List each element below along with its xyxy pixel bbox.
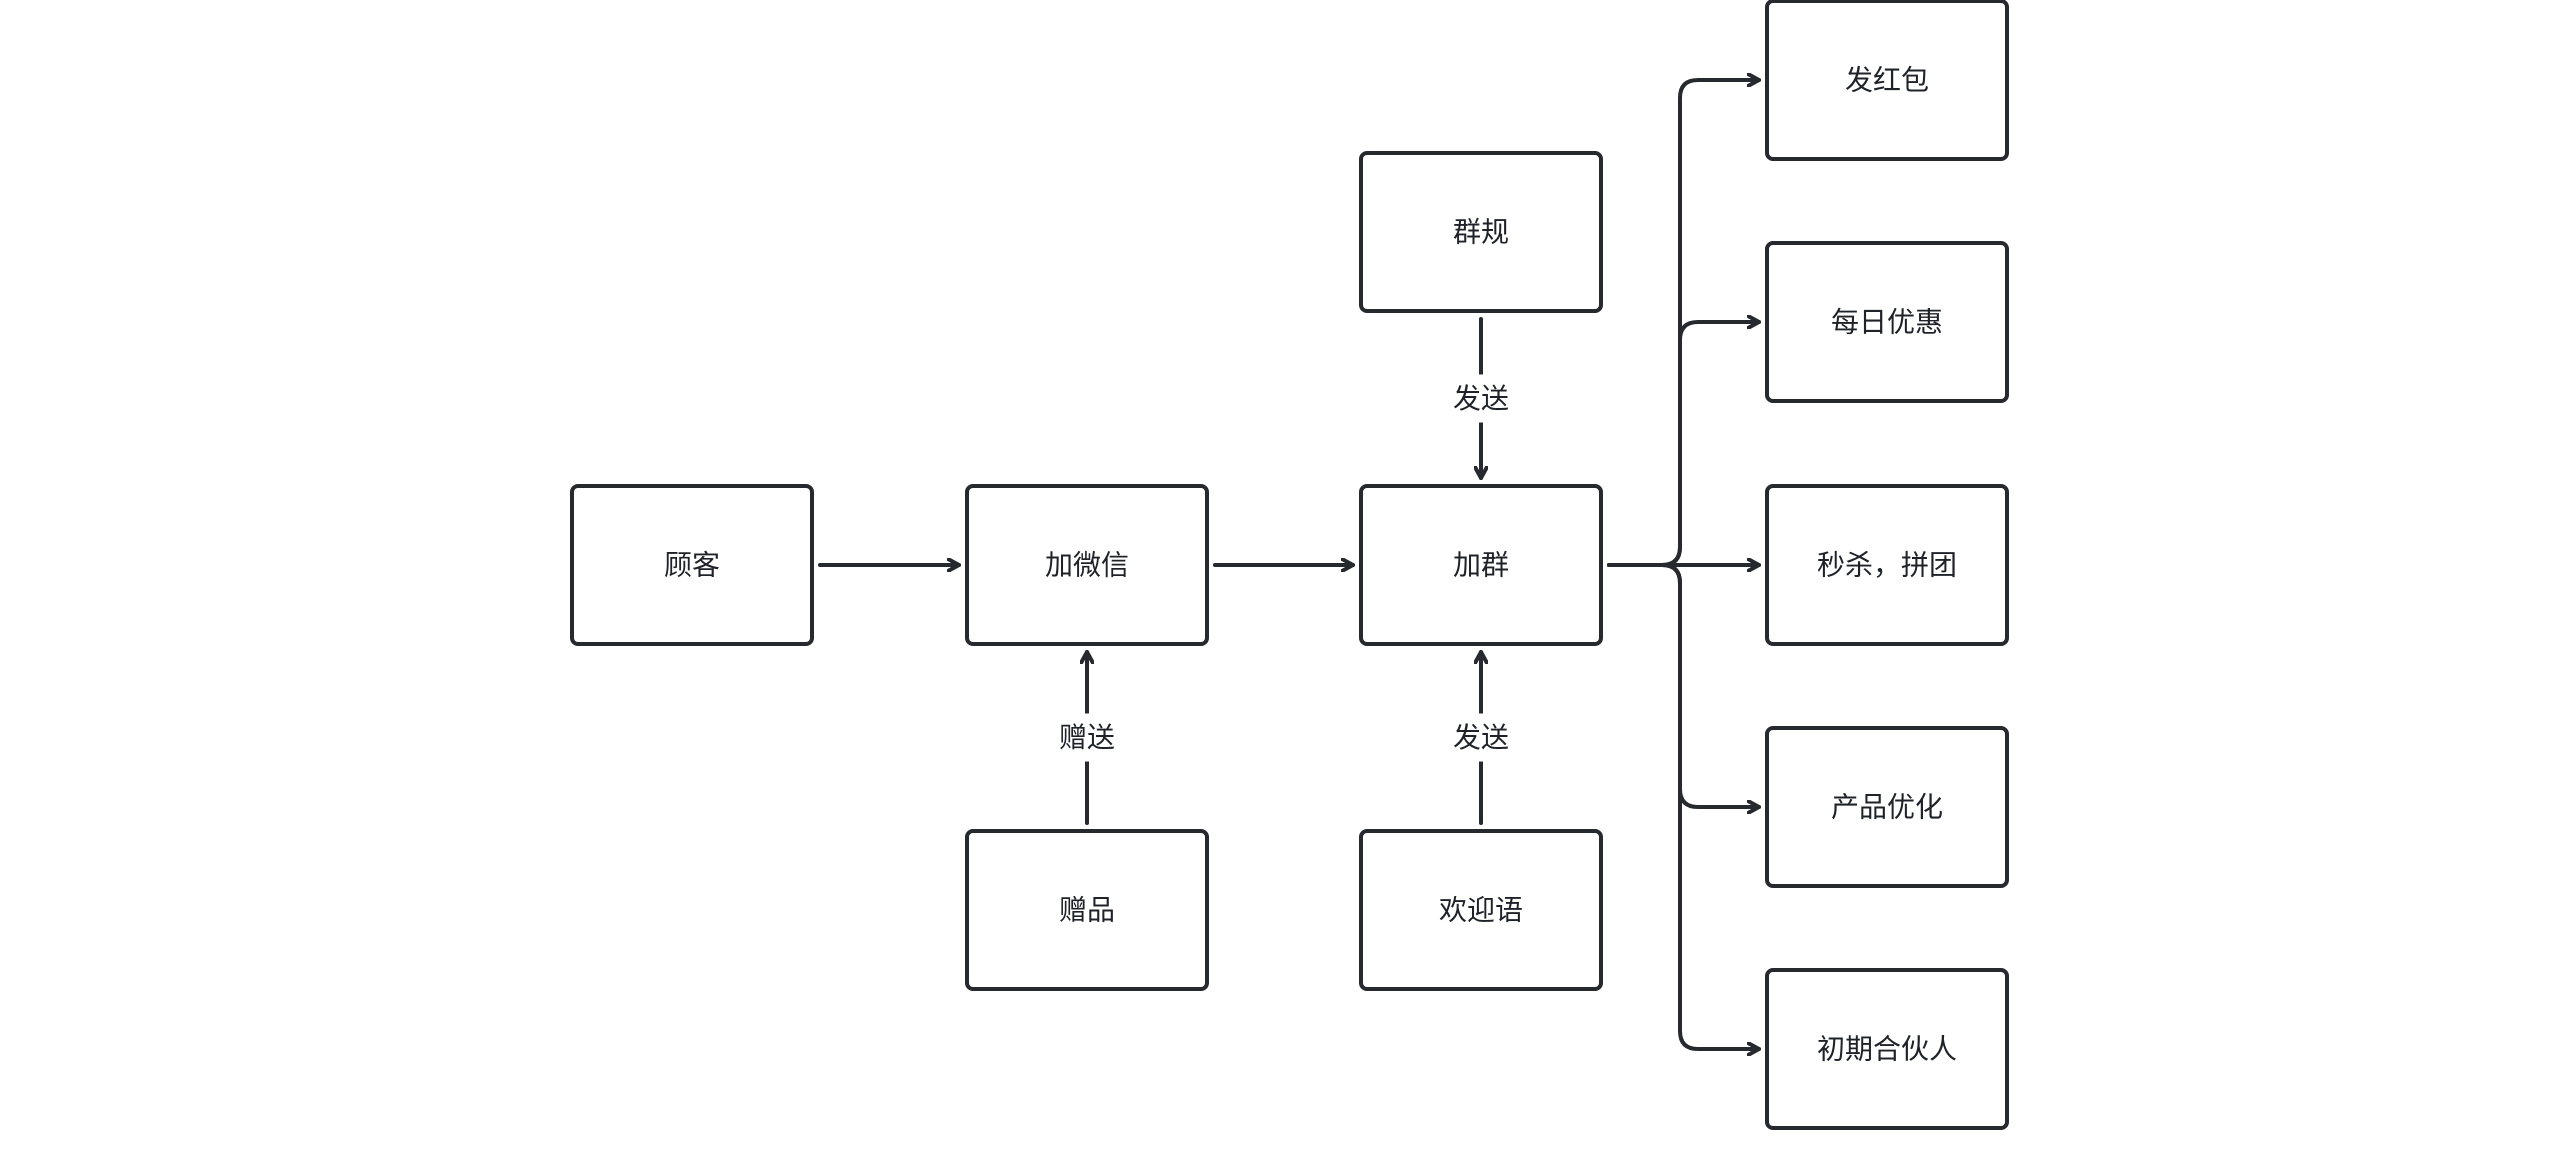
- node-box: [1765, 968, 2009, 1130]
- edge-label-bg: [1445, 374, 1517, 423]
- arrow: [1607, 322, 1761, 567]
- edge-jiaqun-to-chanpin: [1607, 563, 1761, 807]
- edge-jiaqun-to-meiri: [1607, 322, 1761, 567]
- edges: 发送赠送发送: [818, 80, 1761, 1049]
- node-box: [1765, 726, 2009, 888]
- node-label: 赠品: [1059, 894, 1115, 927]
- node-label: 加微信: [1045, 549, 1129, 582]
- node-fahongbao: 发红包: [1765, 0, 2009, 161]
- node-chanpin: 产品优化: [1765, 726, 2009, 888]
- node-zengpin: 赠品: [965, 829, 1209, 991]
- edge-label-text: 发送: [1453, 382, 1509, 415]
- node-box: [965, 829, 1209, 991]
- node-box: [1359, 151, 1603, 313]
- edge-label-bg: [1445, 713, 1517, 762]
- edge-label: 发送: [1445, 374, 1517, 423]
- node-jiaqun: 加群: [1359, 484, 1603, 646]
- edge-label: 发送: [1445, 713, 1517, 762]
- node-box: [965, 484, 1209, 646]
- node-box: [1359, 829, 1603, 991]
- node-qungui: 群规: [1359, 151, 1603, 313]
- arrow: [1607, 563, 1761, 807]
- node-box: [1359, 484, 1603, 646]
- node-box: [570, 484, 814, 646]
- edge-jiaqun-to-chuqi: [1607, 563, 1761, 1049]
- node-label: 初期合伙人: [1817, 1033, 1957, 1066]
- node-label: 秒杀，拼团: [1817, 549, 1957, 582]
- node-label: 顾客: [664, 549, 720, 582]
- node-huanyingyu: 欢迎语: [1359, 829, 1603, 991]
- edge-label-text: 赠送: [1059, 721, 1115, 754]
- node-label: 发红包: [1845, 64, 1929, 97]
- edge-zengpin-to-jiaweixin: 赠送: [1051, 650, 1123, 825]
- edge-label-bg: [1051, 713, 1123, 762]
- arrow: [1607, 563, 1761, 1049]
- edge-huanyingyu-to-jiaqun: 发送: [1445, 650, 1517, 825]
- node-box: [1765, 241, 2009, 403]
- node-label: 群规: [1453, 216, 1509, 249]
- node-label: 每日优惠: [1831, 306, 1943, 339]
- node-label: 产品优化: [1831, 791, 1943, 824]
- node-chuqi: 初期合伙人: [1765, 968, 2009, 1130]
- edge-label: 赠送: [1051, 713, 1123, 762]
- node-meiri: 每日优惠: [1765, 241, 2009, 403]
- node-jiaweixin: 加微信: [965, 484, 1209, 646]
- edge-qungui-to-jiaqun: 发送: [1445, 317, 1517, 480]
- node-box: [1765, 484, 2009, 646]
- node-box: [1765, 0, 2009, 161]
- node-miaosha: 秒杀，拼团: [1765, 484, 2009, 646]
- node-label: 欢迎语: [1439, 894, 1523, 927]
- node-guke: 顾客: [570, 484, 814, 646]
- node-label: 加群: [1453, 549, 1509, 582]
- edge-label-text: 发送: [1453, 721, 1509, 754]
